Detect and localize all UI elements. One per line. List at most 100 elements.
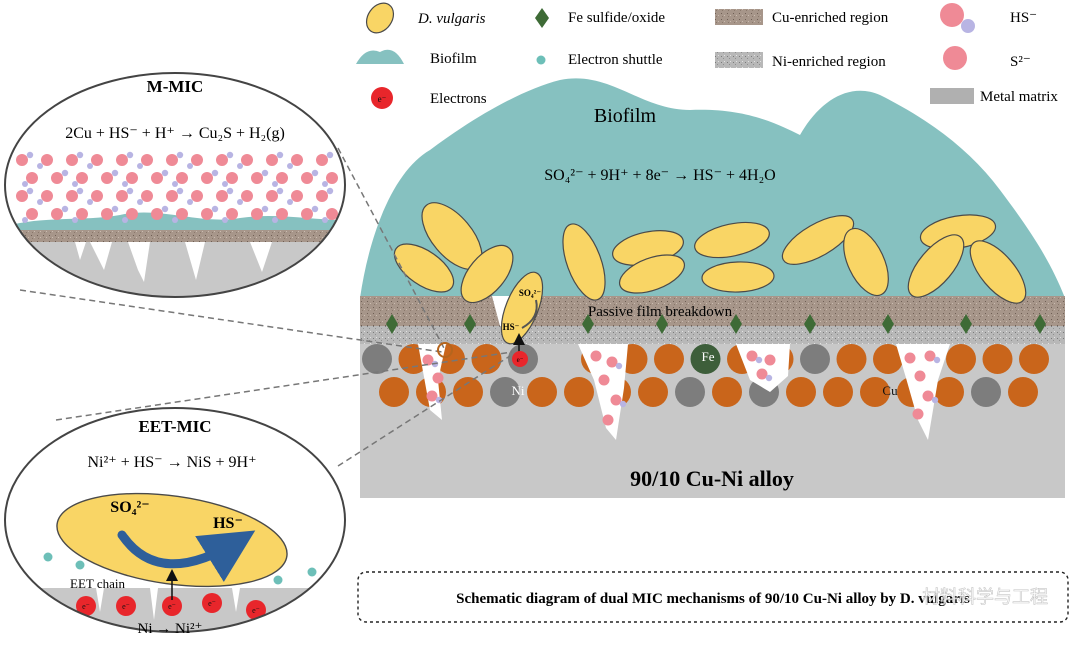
m-mic-pits — [75, 242, 272, 282]
atom-cu — [934, 377, 964, 407]
s2-ion — [291, 154, 303, 166]
atom-cu — [471, 344, 502, 374]
legend-metal-matrix: Metal matrix — [980, 89, 1058, 105]
hs-ion — [931, 396, 939, 404]
m-mic-film — [5, 228, 345, 242]
hs-ion — [137, 199, 143, 205]
shuttle-4 — [307, 567, 317, 577]
hs-ion — [26, 151, 34, 159]
fe-diamond — [960, 314, 972, 334]
electron-symbol: e⁻ — [82, 602, 90, 611]
atom-cu — [823, 377, 853, 407]
hs-ion — [272, 217, 278, 223]
legend-d-vulgaris: D. vulgaris — [417, 11, 486, 27]
m-mic-focus-point — [437, 342, 453, 358]
s2-ion — [51, 208, 63, 220]
active-cell: SO₄²⁻ HS⁻ e⁻ — [500, 271, 544, 367]
s2-ion — [91, 154, 103, 166]
hs-ion — [276, 187, 284, 195]
hs-ion — [87, 163, 93, 169]
fe-atom-label: Fe — [702, 349, 715, 364]
s2-ion — [151, 172, 163, 184]
atom-cu — [982, 344, 1013, 374]
hs-ion — [187, 163, 193, 169]
biofilm-layer — [360, 78, 1065, 298]
s2-ion — [116, 154, 128, 166]
s2-ion — [610, 394, 622, 406]
s2-ion — [746, 350, 758, 362]
fe-sulfide-legend-icon — [535, 8, 549, 28]
s2-ion — [924, 350, 936, 362]
eet-chain-label: EET chain — [70, 576, 125, 591]
hs-ion — [211, 169, 219, 177]
hs-ion — [322, 217, 328, 223]
eet-leader-top — [55, 351, 513, 421]
s2-ion — [226, 172, 238, 184]
eet-reaction: Ni²⁺ + HS⁻ → NiS + 9H⁺ — [87, 454, 256, 471]
fe-diamond — [386, 314, 398, 334]
hs-ion — [311, 169, 319, 177]
s2-ion — [191, 154, 203, 166]
s2-ion — [241, 190, 253, 202]
s2-ion — [101, 208, 113, 220]
s2-ion — [16, 154, 28, 166]
s2-ion — [426, 390, 438, 402]
d-vulgaris-cell — [781, 215, 855, 265]
hs-ion — [261, 205, 269, 213]
atom-cu — [786, 377, 816, 407]
legend-cu-region: Cu-enriched region — [772, 10, 889, 26]
caption-box: Schematic diagram of dual MIC mechanisms… — [357, 571, 1069, 623]
active-cell-arrow — [521, 299, 538, 329]
hs-ion — [226, 187, 234, 195]
fe-diamond — [882, 314, 894, 334]
s2-ion — [26, 208, 38, 220]
s2-ion — [126, 208, 138, 220]
s2-ion — [756, 368, 768, 380]
d-vulgaris-cell — [393, 243, 455, 293]
biofilm-legend-icon — [356, 49, 404, 64]
electron-symbol: e⁻ — [168, 602, 176, 611]
hs-ion — [311, 205, 319, 213]
s2-ion — [326, 172, 338, 184]
eet-conversion-arrow — [117, 530, 256, 582]
main-electron — [512, 351, 528, 367]
electron — [202, 593, 222, 613]
hs-ion — [122, 217, 128, 223]
s2-ion — [76, 172, 88, 184]
atom-cu — [873, 344, 903, 374]
eet-so4: SO₄²⁻ — [110, 499, 149, 516]
s2-ion — [316, 154, 328, 166]
hs-ion — [272, 181, 278, 187]
s2-ion — [301, 208, 313, 220]
s2-ion — [432, 372, 444, 384]
s2-ion — [16, 190, 28, 202]
hs-ion — [26, 187, 34, 195]
s2-ion — [191, 190, 203, 202]
s2-ion — [316, 190, 328, 202]
d-vulgaris-cell — [701, 261, 775, 293]
hs-ion — [261, 169, 269, 177]
hs-ion — [326, 187, 334, 195]
hs-ion — [111, 169, 119, 177]
hs-legend-icon-large — [940, 3, 964, 27]
hs-ion — [287, 163, 293, 169]
hs-ion — [87, 199, 93, 205]
m-mic-title: M-MIC — [147, 77, 204, 96]
legend-ni-region: Ni-enriched region — [772, 54, 886, 70]
hs-ion — [76, 151, 84, 159]
hs-ion — [222, 217, 228, 223]
s2-ion — [166, 190, 178, 202]
s2-ion — [602, 414, 614, 426]
biofilm-label: Biofilm — [594, 105, 657, 127]
s2-ion — [301, 172, 313, 184]
hs-ion — [237, 163, 243, 169]
s2-ion — [912, 408, 924, 420]
s2-ion — [116, 190, 128, 202]
s2-ion — [904, 352, 916, 364]
s2-ion — [216, 154, 228, 166]
atom-cu — [654, 344, 684, 374]
eet-leader-bottom — [337, 355, 511, 467]
s2-ion — [166, 154, 178, 166]
d-vulgaris-legend-icon — [365, 2, 395, 34]
hs-ion — [122, 181, 128, 187]
